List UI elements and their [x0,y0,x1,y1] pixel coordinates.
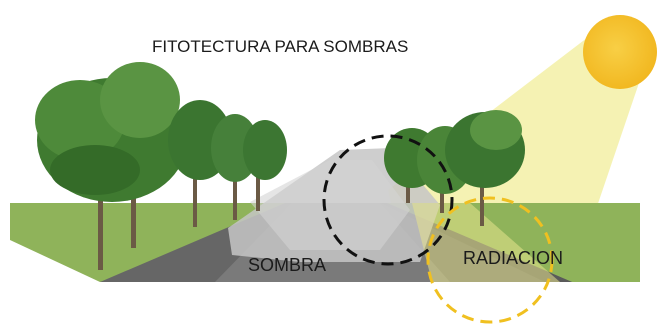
tree-row-left [35,62,287,270]
sun-icon [583,15,657,89]
shade-label: SOMBRA [248,255,326,275]
tree-row-right [384,110,525,226]
grass-left-band [10,203,100,240]
shade-circle-icon [322,134,454,266]
diagram-title: FITOTECTURA PARA SOMBRAS [152,37,408,56]
radiation-circle-icon [426,196,554,324]
tree-shadow-soft [250,160,410,250]
radiation-label: RADIACION [463,248,563,268]
